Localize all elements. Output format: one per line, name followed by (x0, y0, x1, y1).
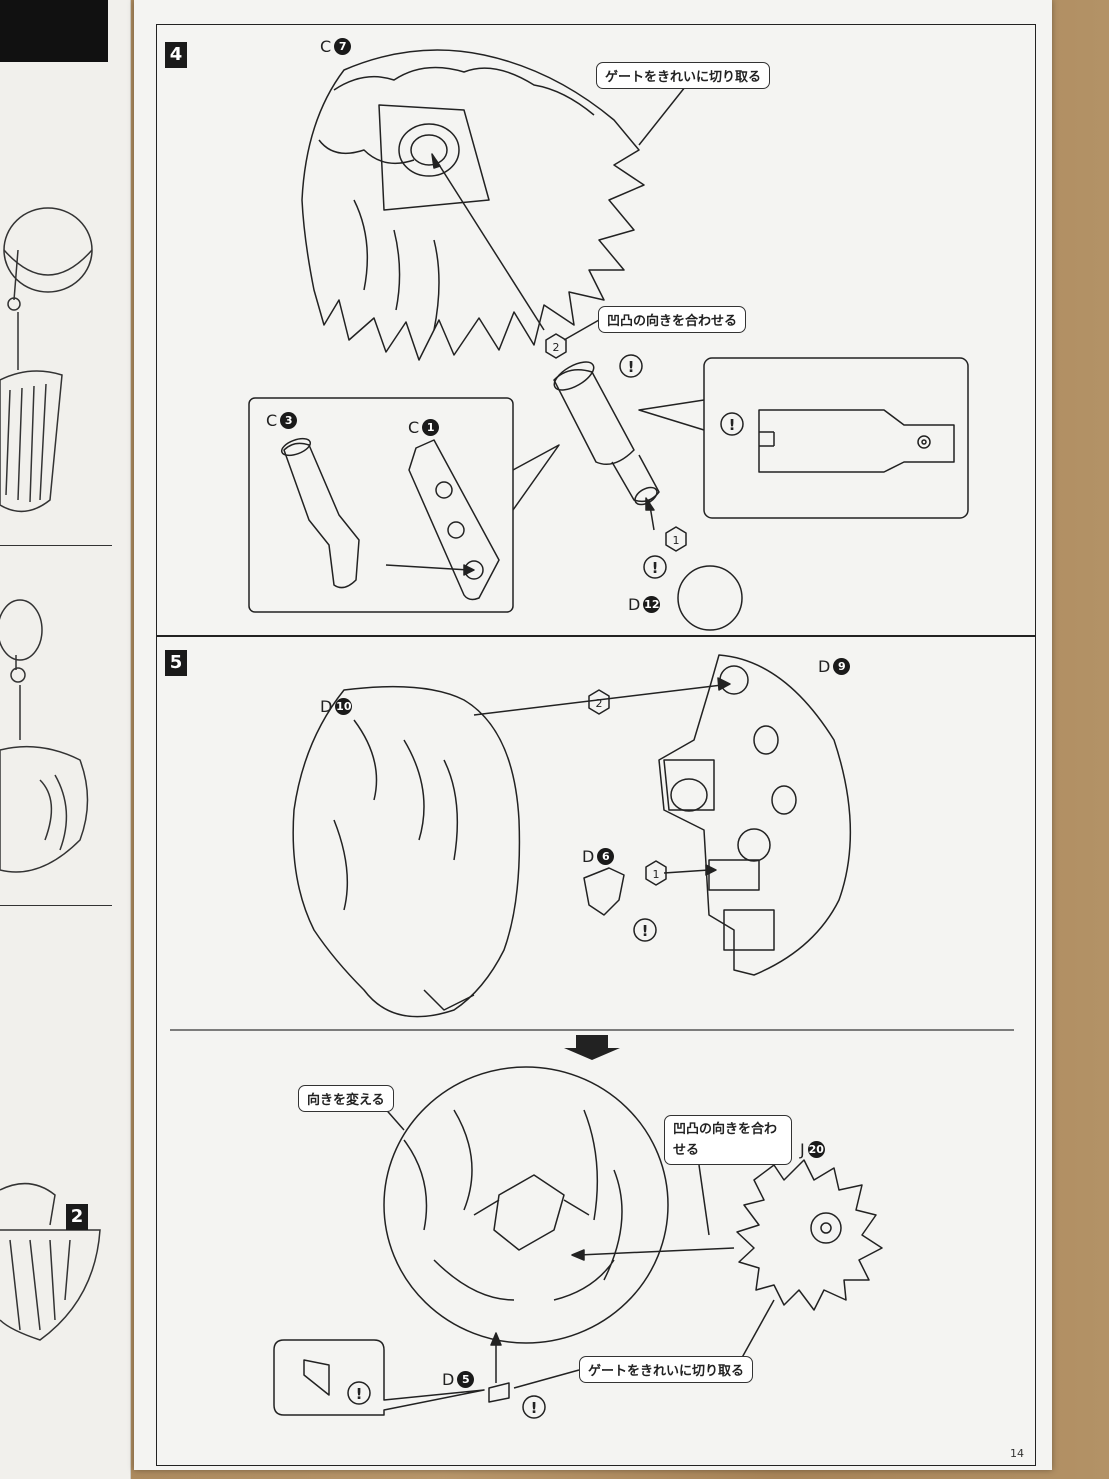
assembly-illustration: ! ! ! ! ! ! 2 1 2 1 (170, 49, 1014, 1419)
svg-text:2: 2 (553, 341, 560, 354)
svg-text:!: ! (642, 922, 649, 940)
order-mark-1: 1 (645, 860, 667, 886)
assembled-head (383, 1066, 669, 1344)
svg-text:1: 1 (673, 534, 680, 547)
caution-icon: ! (643, 555, 667, 579)
left-step-number: 2 (66, 1204, 88, 1230)
caution-icon: ! (347, 1381, 371, 1405)
part-d5 (488, 1382, 510, 1403)
assembled-post (553, 361, 660, 506)
step-4-panel (156, 24, 1036, 636)
down-arrow-icon (564, 1035, 620, 1060)
part-c7-hair (301, 49, 645, 361)
step-5-number: 5 (165, 650, 187, 676)
step-4-number: 4 (165, 42, 187, 68)
callout-trim-gate: ゲートをきれいに切り取る (596, 62, 771, 89)
caution-icon: ! (619, 354, 643, 378)
order-mark-1: 1 (665, 526, 687, 552)
page-number: 14 (1010, 1447, 1024, 1460)
part-d6 (583, 867, 625, 916)
callout-align-tabs: 凹凸の向きを合わせる (598, 306, 747, 333)
step-5-panel (156, 636, 1036, 1466)
svg-text:1: 1 (653, 868, 660, 881)
svg-text:!: ! (729, 416, 736, 434)
svg-text:!: ! (356, 1385, 363, 1403)
instruction-page: 4 5 (134, 0, 1052, 1470)
svg-text:!: ! (652, 559, 659, 577)
svg-text:!: ! (531, 1399, 538, 1417)
caution-icon: ! (633, 918, 657, 942)
svg-text:!: ! (628, 358, 635, 376)
left-page-header-band (0, 0, 108, 62)
callout-align-tabs: 凹凸の向きを合わせる (664, 1115, 792, 1165)
part-d9-hair-half (658, 654, 852, 976)
left-facing-page: 2 (0, 0, 131, 1479)
left-page-divider (0, 545, 112, 546)
order-mark-2: 2 (545, 333, 567, 359)
part-j20-flower (736, 1159, 883, 1311)
callout-trim-gate: ゲートをきれいに切り取る (579, 1356, 754, 1383)
part-d10-hair-half (292, 685, 521, 1018)
assembly-arrow (435, 159, 545, 331)
caution-icon: ! (522, 1395, 546, 1419)
part-d12-ball (677, 565, 743, 631)
order-mark-2: 2 (588, 689, 610, 715)
left-page-illustrations (0, 207, 101, 1341)
caution-icon: ! (720, 412, 744, 436)
left-page-divider (0, 905, 112, 906)
svg-text:2: 2 (596, 697, 603, 710)
callout-change-orientation: 向きを変える (298, 1085, 394, 1112)
